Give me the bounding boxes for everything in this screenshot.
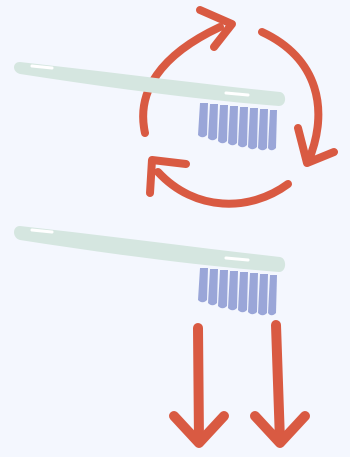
down-arrow-right-shaft: [276, 325, 280, 441]
circular-arrow-segment-bottom: [158, 172, 288, 204]
toothbrush-bristles-top: [198, 103, 277, 150]
down-arrows-icon: [174, 325, 305, 443]
circular-arrows-icon: [143, 10, 334, 204]
toothbrush-handle-top: [14, 62, 285, 106]
toothbrush-highlight-bottom: [32, 230, 52, 232]
toothbrush-bottom: [14, 226, 285, 315]
down-arrow-left-shaft: [198, 328, 199, 441]
circular-motion-panel: [14, 10, 334, 204]
toothbrush-highlight-top: [32, 66, 52, 68]
toothbrush-highlight-bottom-2: [226, 258, 248, 260]
toothbrush-top: [14, 62, 285, 150]
vertical-motion-panel: [14, 226, 305, 443]
toothbrush-highlight-top-2: [226, 93, 248, 95]
toothbrush-handle-bottom: [14, 226, 285, 272]
toothbrush-bristles-bottom: [198, 268, 277, 315]
